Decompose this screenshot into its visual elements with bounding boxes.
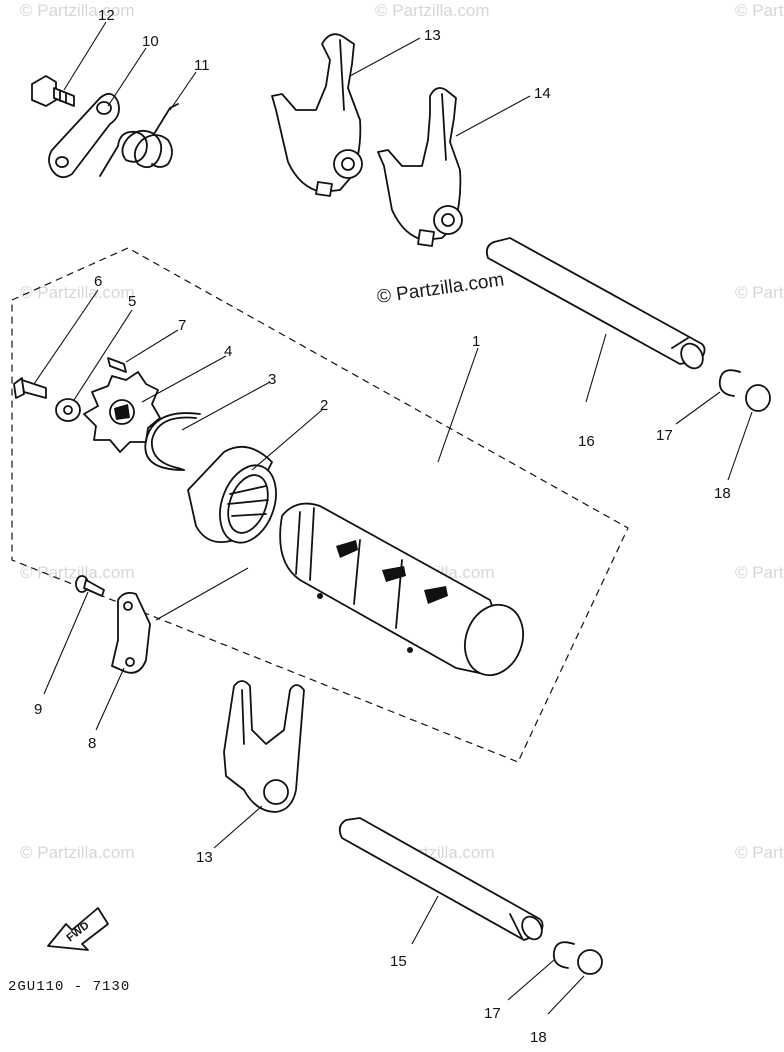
part-17-clip-bottom	[552, 941, 575, 969]
watermark-text: © Partzilla.com	[375, 1, 490, 20]
callout-6: 6	[94, 273, 102, 290]
part-14-shift-fork	[377, 87, 463, 247]
callout-numbers: 12 10 11 13 14 1 6 5 7 4 3 2 16 17 18 9 …	[34, 7, 731, 1046]
callout-8: 8	[88, 735, 96, 752]
part-2-bearing	[187, 445, 277, 544]
watermark-text: © Partzilla.com	[735, 1, 784, 20]
callout-18-bottom: 18	[530, 1029, 547, 1046]
callout-17-top: 17	[656, 427, 673, 444]
part-18-cap-bottom	[577, 949, 603, 975]
callout-13-bottom: 13	[196, 849, 213, 866]
part-17-clip-top	[718, 369, 741, 397]
callout-16: 16	[578, 433, 595, 450]
callout-7: 7	[178, 317, 186, 334]
part-8-stopper-plate	[111, 591, 151, 674]
part-18-cap-top	[745, 384, 771, 412]
shift-drum	[279, 502, 524, 677]
watermark-text: © Partzilla.com	[20, 283, 135, 302]
callout-17-bottom: 17	[484, 1005, 501, 1022]
callout-9: 9	[34, 701, 42, 718]
watermark-text: © Partzilla.com	[735, 563, 784, 582]
part-10-plate	[48, 92, 120, 179]
callout-2: 2	[320, 397, 328, 414]
leader-lines	[33, 21, 753, 1015]
part-9-screw	[75, 575, 105, 597]
part-6-bolt	[13, 377, 47, 399]
callout-18-top: 18	[714, 485, 731, 502]
callout-14: 14	[534, 85, 551, 102]
watermark-text: © Partzilla.com	[20, 843, 135, 862]
watermark-text: © Partzilla.com	[735, 283, 784, 302]
watermark-text: © Partzilla.com	[735, 843, 784, 862]
watermark-text: © Partzilla.com	[20, 1, 135, 20]
diagram-code: 2GU110 - 7130	[8, 979, 130, 995]
callout-5: 5	[128, 293, 136, 310]
part-12-bolt	[31, 75, 75, 107]
part-5-washer	[55, 398, 81, 422]
fwd-arrow-icon: FWD	[47, 907, 109, 951]
watermark-main: © Partzilla.com	[376, 269, 506, 308]
callout-11: 11	[194, 57, 210, 74]
callout-10: 10	[142, 33, 159, 50]
callout-1: 1	[472, 333, 480, 350]
assembly-boundary	[11, 247, 629, 763]
callout-12: 12	[98, 7, 115, 24]
watermark-text: © Partzilla.com	[20, 563, 135, 582]
part-7-pin	[107, 357, 127, 373]
callout-15: 15	[390, 953, 407, 970]
part-16-shaft	[485, 237, 706, 370]
part-11-spring	[99, 103, 179, 177]
callout-4: 4	[224, 343, 232, 360]
part-13-shift-fork-top	[271, 33, 363, 197]
callout-3: 3	[268, 371, 276, 388]
part-3-circlip	[144, 412, 201, 471]
part-13-shift-fork-bottom	[223, 680, 305, 813]
part-15-shaft	[338, 817, 544, 941]
part-4-star-cam	[83, 371, 161, 453]
callout-13-top: 13	[424, 27, 441, 44]
